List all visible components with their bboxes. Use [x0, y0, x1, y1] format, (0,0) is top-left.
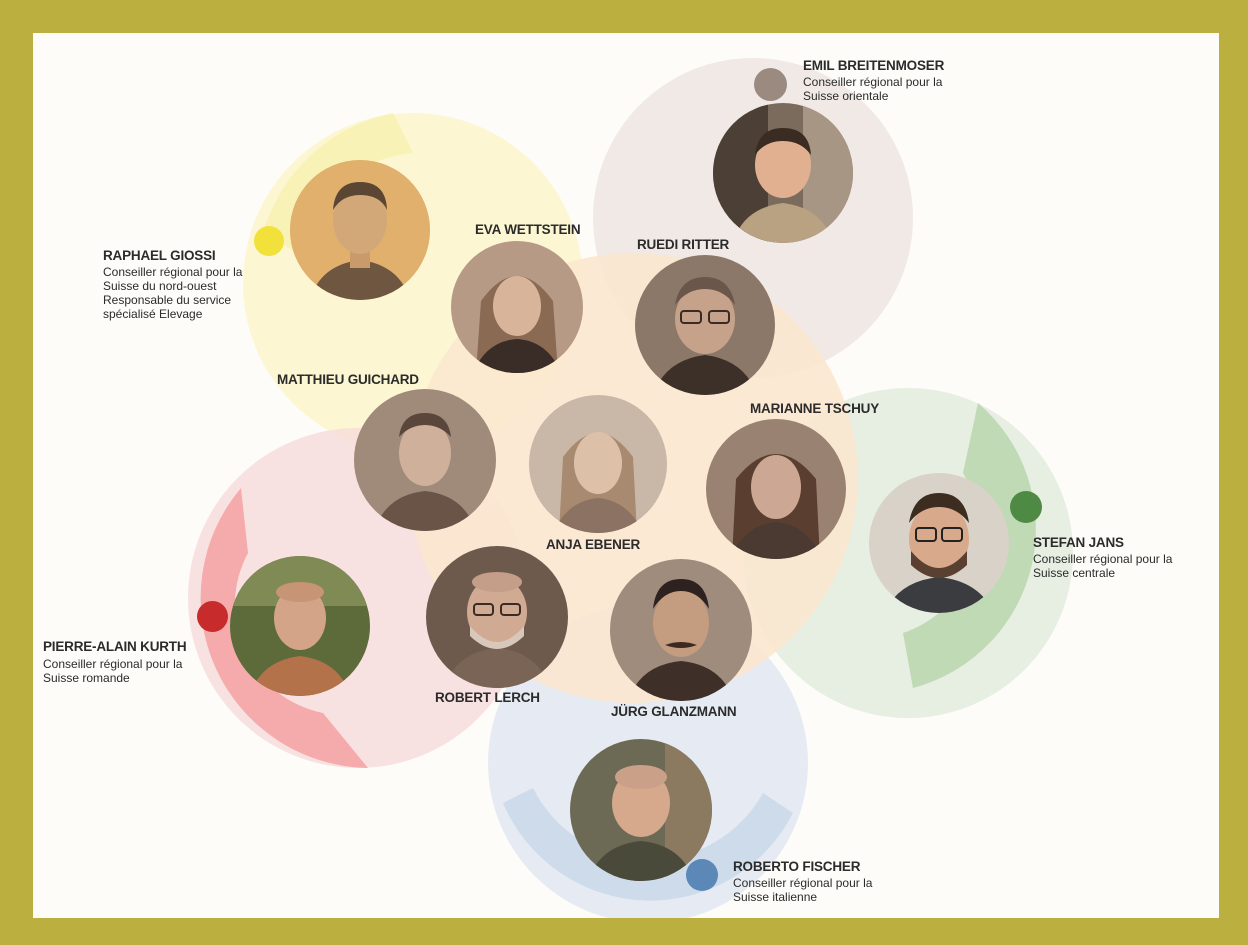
name-roberto-fischer: ROBERTO FISCHER: [733, 859, 861, 874]
person-portrait-icon: [610, 559, 752, 701]
name-matthieu-guichard: MATTHIEU GUICHARD: [277, 372, 419, 387]
photo-roberto-fischer: [570, 739, 712, 881]
color-dot-yellow: [254, 226, 284, 256]
name-stefan-jans: STEFAN JANS: [1033, 535, 1124, 550]
name-jurg-glanzmann: JÜRG GLANZMANN: [611, 704, 737, 719]
name-emil-breitenmoser: EMIL BREITENMOSER: [803, 58, 945, 73]
photo-eva-wettstein: [451, 241, 583, 373]
name-anja-ebener: ANJA EBENER: [546, 537, 641, 552]
name-eva-wettstein: EVA WETTSTEIN: [475, 222, 581, 237]
color-dot-blue: [686, 859, 718, 891]
diagram-panel: RAPHAEL GIOSSI Conseiller régional pour …: [33, 33, 1219, 918]
photo-stefan-jans: [869, 473, 1009, 613]
name-raphael-giossi: RAPHAEL GIOSSI: [103, 248, 216, 263]
name-marianne-tschuy: MARIANNE TSCHUY: [750, 401, 880, 416]
person-portrait-icon: [529, 395, 667, 533]
person-portrait-icon: [869, 473, 1009, 613]
photo-pierre-alain-kurth: [230, 556, 370, 696]
photo-anja-ebener: [529, 395, 667, 533]
photo-matthieu-guichard: [354, 389, 496, 531]
desc-raphael-giossi: Conseiller régional pour la Suisse du no…: [103, 265, 243, 321]
color-dot-green: [1010, 491, 1042, 523]
name-pierre-alain-kurth: PIERRE-ALAIN KURTH: [43, 639, 187, 654]
color-dot-taupe: [754, 68, 787, 101]
photo-robert-lerch: [426, 546, 568, 688]
person-portrait-icon: [706, 419, 846, 559]
person-portrait-icon: [426, 546, 568, 688]
person-portrait-icon: [635, 255, 775, 395]
photo-jurg-glanzmann: [610, 559, 752, 701]
name-robert-lerch: ROBERT LERCH: [435, 690, 540, 705]
region-arc-red: [200, 488, 368, 768]
desc-pierre-alain-kurth: Conseiller régional pour la Suisse roman…: [43, 657, 183, 685]
person-portrait-icon: [713, 103, 853, 243]
desc-emil-breitenmoser: Conseiller régional pour la Suisse orien…: [803, 75, 943, 103]
person-portrait-icon: [354, 389, 496, 531]
desc-stefan-jans: Conseiller régional pour la Suisse centr…: [1033, 552, 1173, 580]
photo-emil-breitenmoser: [713, 103, 853, 243]
photo-ruedi-ritter: [635, 255, 775, 395]
person-portrait-icon: [230, 556, 370, 696]
person-portrait-icon: [451, 241, 583, 373]
name-ruedi-ritter: RUEDI RITTER: [637, 237, 730, 252]
person-portrait-icon: [570, 739, 712, 881]
photo-raphael-giossi: [290, 160, 430, 300]
region-arc-green: [903, 403, 1036, 688]
photo-marianne-tschuy: [706, 419, 846, 559]
color-dot-red: [197, 601, 228, 632]
desc-roberto-fischer: Conseiller régional pour la Suisse itali…: [733, 876, 873, 904]
region-arc-blue: [503, 788, 793, 901]
person-portrait-icon: [290, 160, 430, 300]
